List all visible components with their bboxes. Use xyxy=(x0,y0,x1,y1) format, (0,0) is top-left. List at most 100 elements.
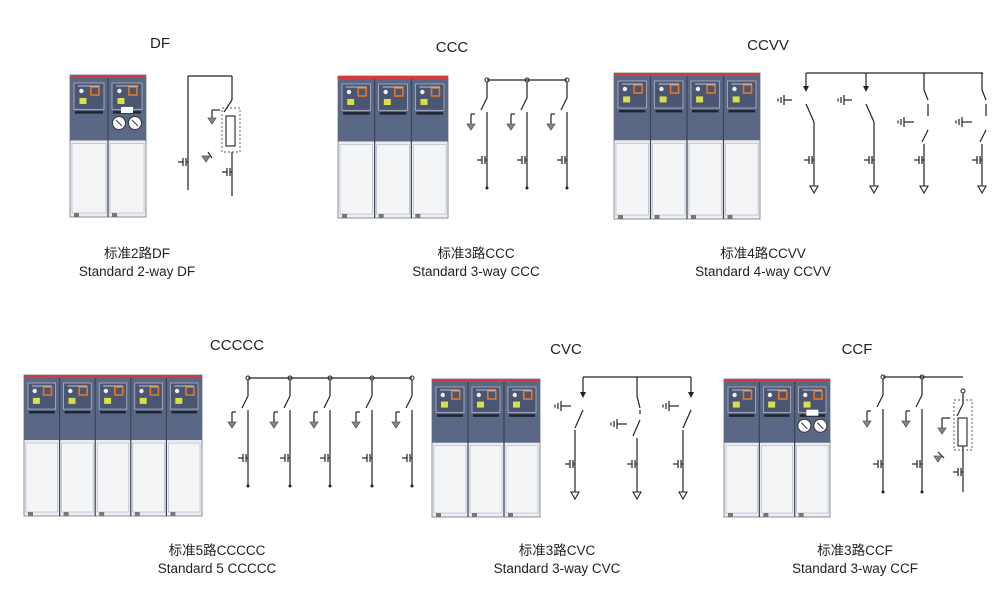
single-line-diagrams xyxy=(178,72,987,501)
mimic-indicator-orange xyxy=(357,87,367,97)
feeder-cable xyxy=(506,77,530,190)
diagram-ccccc xyxy=(227,375,415,488)
diagram-df xyxy=(178,75,241,196)
mimic-strip xyxy=(75,111,103,114)
cable-terminal-icon xyxy=(869,185,879,195)
mimic-indicator-orange xyxy=(149,386,160,396)
mimic-indicator-orange xyxy=(633,84,643,94)
mimic-strip xyxy=(64,410,91,414)
mimic-strip xyxy=(416,112,443,115)
earth-arrow-icon xyxy=(351,421,361,429)
mimic-indicator-yellow xyxy=(659,96,667,103)
circuit-breaker-blade xyxy=(979,129,987,143)
cable-terminal-icon xyxy=(570,491,580,501)
cabinet-door xyxy=(796,445,829,514)
feeder-cable xyxy=(309,375,333,488)
load-break-switch-blade xyxy=(876,394,884,408)
mimic-indicator-yellow xyxy=(477,401,484,408)
caption-en-ccc: Standard 3-way CCC xyxy=(412,264,540,279)
earth-switch-icon xyxy=(837,95,845,105)
earth-switch-icon xyxy=(610,419,618,429)
cabinet-ccf xyxy=(723,378,831,518)
mimic-indicator-orange xyxy=(113,386,124,396)
cabinet-door xyxy=(96,442,130,513)
cable-end xyxy=(410,484,414,488)
mimic-indicator-yellow xyxy=(803,401,811,408)
mimic-strip xyxy=(100,410,126,414)
cabinet-foot xyxy=(415,214,421,218)
diagram-ccvv xyxy=(777,72,987,195)
mimic-knob xyxy=(732,392,737,398)
mimic-indicator-yellow xyxy=(768,401,776,408)
cabinet-foot xyxy=(763,513,769,517)
cabinet-door xyxy=(725,445,758,514)
cabinet-door xyxy=(469,445,503,514)
unit-code-df: DF xyxy=(150,35,170,52)
mimic-knob xyxy=(103,388,109,394)
cabinet-foot xyxy=(342,214,347,218)
cabinet-ccvv xyxy=(613,72,761,220)
mimic-indicator-orange xyxy=(90,86,100,96)
cabinet-door xyxy=(433,445,467,514)
earth-arrow-icon xyxy=(201,155,211,163)
cabinet-foot xyxy=(74,213,79,217)
cable-end xyxy=(288,484,292,488)
mimic-indicator-yellow xyxy=(441,401,448,408)
mimic-knob xyxy=(476,392,481,398)
mimic-strip xyxy=(29,410,55,414)
voltage-sensor-icon xyxy=(972,156,982,164)
mimic-indicator-orange xyxy=(486,390,497,400)
mimic-panel xyxy=(111,82,143,110)
mimic-indicator-orange xyxy=(394,87,404,97)
cabinet-ccccc xyxy=(23,374,203,517)
unit-code-cvc: CVC xyxy=(550,341,582,358)
earth-switch-icon xyxy=(955,117,963,127)
unit-code-ccvv: CCVV xyxy=(747,37,789,54)
mimic-strip xyxy=(379,112,407,115)
mimic-knob xyxy=(117,88,122,94)
load-break-switch-blade xyxy=(574,409,584,429)
feeder-cable xyxy=(391,375,415,488)
mimic-knob xyxy=(346,89,352,95)
cable-terminal-icon xyxy=(809,185,819,195)
earth-arrow-icon xyxy=(901,420,911,428)
busbar-connection-icon xyxy=(863,86,869,92)
mimic-knob xyxy=(803,392,808,398)
cabinet-top-bar xyxy=(724,379,830,382)
cabinet-foot xyxy=(170,512,176,516)
mimic-indicator-yellow xyxy=(139,397,147,404)
voltage-sensor-icon xyxy=(627,460,637,468)
cabinet-door xyxy=(615,142,649,216)
diagram-ccf xyxy=(862,374,973,494)
load-break-switch-blade xyxy=(480,97,488,111)
voltage-sensor-icon xyxy=(873,460,883,468)
caption-en-ccccc: Standard 5 CCCCC xyxy=(158,561,277,576)
cabinet-door xyxy=(652,142,686,216)
cabinet-top-bar xyxy=(432,379,540,382)
voltage-sensor-icon xyxy=(804,156,814,164)
cabinet-foot xyxy=(472,513,477,517)
mimic-indicator-yellow xyxy=(732,401,740,408)
fuse-enclosure xyxy=(953,399,973,451)
feeder-cable xyxy=(901,374,925,494)
feeder-cable xyxy=(269,375,293,488)
load-break-switch-blade xyxy=(682,409,692,429)
fuse-icon xyxy=(957,417,968,447)
voltage-sensor-icon xyxy=(864,156,874,164)
cabinet-top-bar xyxy=(614,73,760,76)
cabinet-foot xyxy=(134,512,140,516)
mimic-indicator-yellow xyxy=(420,98,428,105)
load-break-switch-blade xyxy=(520,97,528,111)
mimic-indicator-yellow xyxy=(68,397,76,404)
mimic-indicator-yellow xyxy=(732,96,740,103)
feeder-cable xyxy=(351,375,375,488)
cable-end xyxy=(881,490,885,494)
earth-arrow-icon xyxy=(207,117,217,125)
earth-switch-icon xyxy=(662,401,670,411)
mimic-knob xyxy=(174,388,180,394)
cabinet-top-bar xyxy=(24,375,202,378)
mimic-knob xyxy=(695,86,701,92)
mimic-indicator-yellow xyxy=(175,397,183,404)
mimic-indicator-orange xyxy=(430,87,441,97)
